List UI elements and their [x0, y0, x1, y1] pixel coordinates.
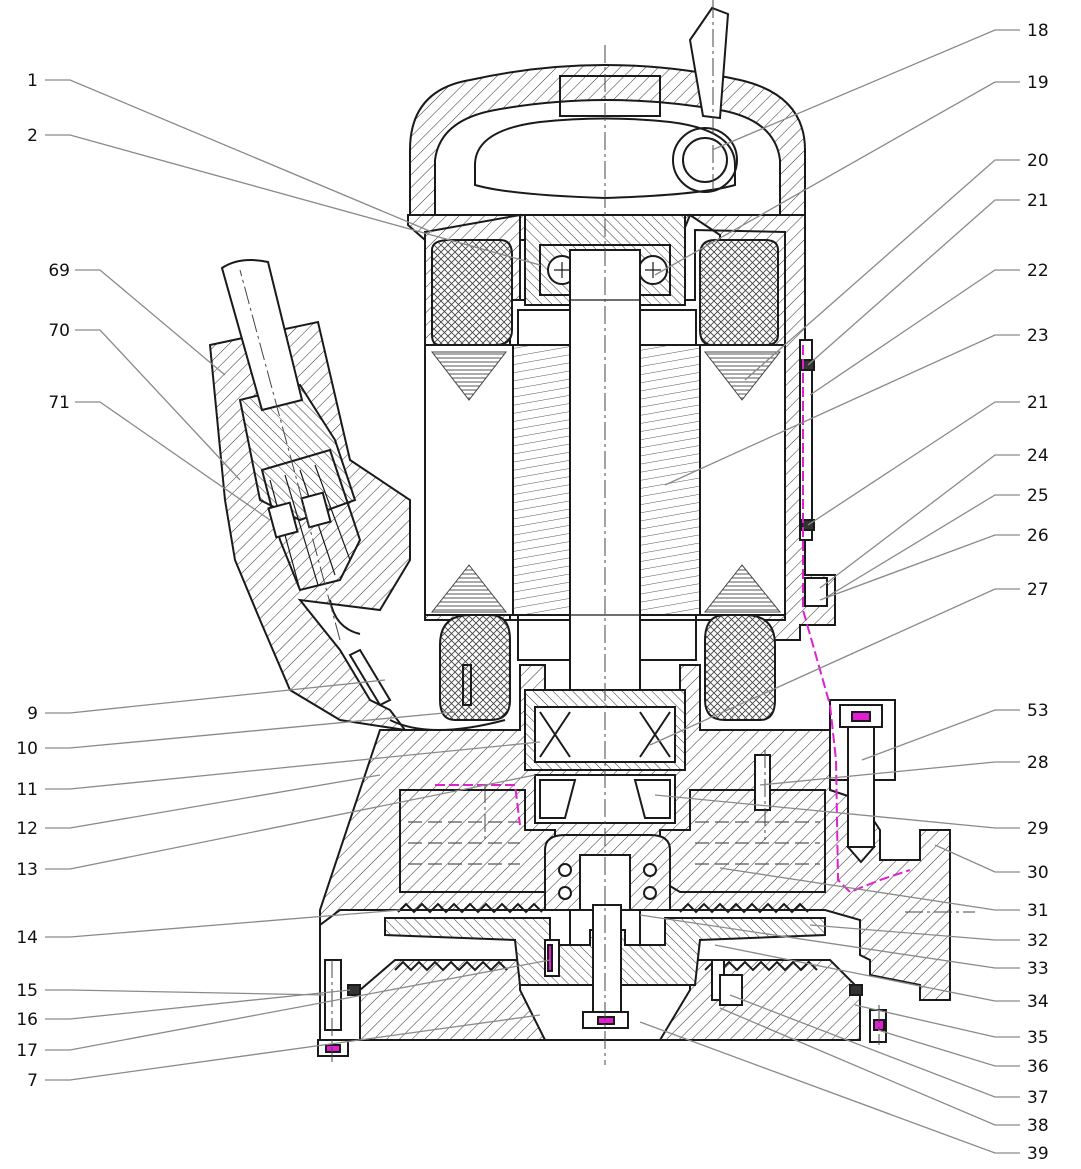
callout-label: 17: [16, 1041, 38, 1061]
cable-gland: [238, 383, 357, 522]
impeller-teeth-lower: [394, 960, 508, 972]
callout-label: 18: [1027, 21, 1049, 41]
oil-fill-path: [435, 784, 521, 826]
callout-label: 7: [27, 1071, 38, 1091]
callout-label: 31: [1027, 901, 1049, 921]
callout-label: 20: [1027, 151, 1049, 171]
callout-label: 37: [1027, 1088, 1049, 1108]
callout-label: 21: [1027, 393, 1049, 413]
callout-label: 28: [1027, 753, 1049, 773]
cable-terminals: [260, 448, 362, 592]
callout-label: 30: [1027, 863, 1049, 883]
callout-label: 21: [1027, 191, 1049, 211]
callout-label: 10: [16, 739, 38, 759]
eye-bolt-shank: [688, 6, 730, 120]
stator-winding-bottom-left: [439, 614, 511, 721]
callout-label: 19: [1027, 73, 1049, 93]
handle-grip-hole: [474, 117, 736, 200]
callout-label: 32: [1027, 931, 1049, 951]
callout-label: 12: [16, 819, 38, 839]
impeller-bolt: [592, 904, 622, 1016]
pump-drawing: [208, 0, 975, 1065]
handle-top-rib: [559, 75, 661, 117]
callout-label: 23: [1027, 326, 1049, 346]
bolt-left: [324, 959, 342, 1031]
callout-label: 35: [1027, 1028, 1049, 1048]
callout-label: 34: [1027, 992, 1049, 1012]
callout-label: 29: [1027, 819, 1049, 839]
callout-label: 13: [16, 860, 38, 880]
callout-label: 70: [48, 321, 70, 341]
callout-label: 27: [1027, 580, 1049, 600]
cable: [220, 259, 304, 412]
lifting-handle: [409, 64, 806, 216]
callout-label: 33: [1027, 959, 1049, 979]
callout-label: 69: [48, 261, 70, 281]
callout-label: 53: [1027, 701, 1049, 721]
callout-label: 14: [16, 928, 38, 948]
callout-label: 15: [16, 981, 38, 1001]
callout-label: 36: [1027, 1057, 1049, 1077]
callout-labels-left: 1 2 69 70 71 9 10 11 12 13 14 15 16 17 7: [16, 71, 70, 1091]
callout-label: 9: [27, 704, 38, 724]
callout-label: 24: [1027, 446, 1049, 466]
side-plug: [804, 577, 828, 607]
stator-cavity: [424, 213, 786, 621]
callout-label: 22: [1027, 261, 1049, 281]
callout-labels-right: 18 19 20 21 22 23 21 24 25 26 27 53 28 2…: [1027, 21, 1049, 1164]
eye-bolt-ring-inner: [682, 137, 728, 183]
eye-bolt-ring: [672, 127, 738, 193]
callout-label: 1: [27, 71, 38, 91]
callout-label: 11: [16, 780, 38, 800]
stator-winding-bottom-right: [704, 614, 776, 721]
callout-label: 39: [1027, 1144, 1049, 1164]
callout-label: 2: [27, 126, 38, 146]
callout-label: 38: [1027, 1116, 1049, 1136]
impeller-teeth-upper: [397, 902, 543, 914]
callout-label: 26: [1027, 526, 1049, 546]
stator-winding-top-left: [431, 239, 513, 346]
callout-label: 16: [16, 1010, 38, 1030]
stator-winding-top-right: [699, 239, 779, 346]
callout-label: 25: [1027, 486, 1049, 506]
leader-lines: [45, 29, 1020, 1154]
callout-label: 71: [48, 393, 70, 413]
